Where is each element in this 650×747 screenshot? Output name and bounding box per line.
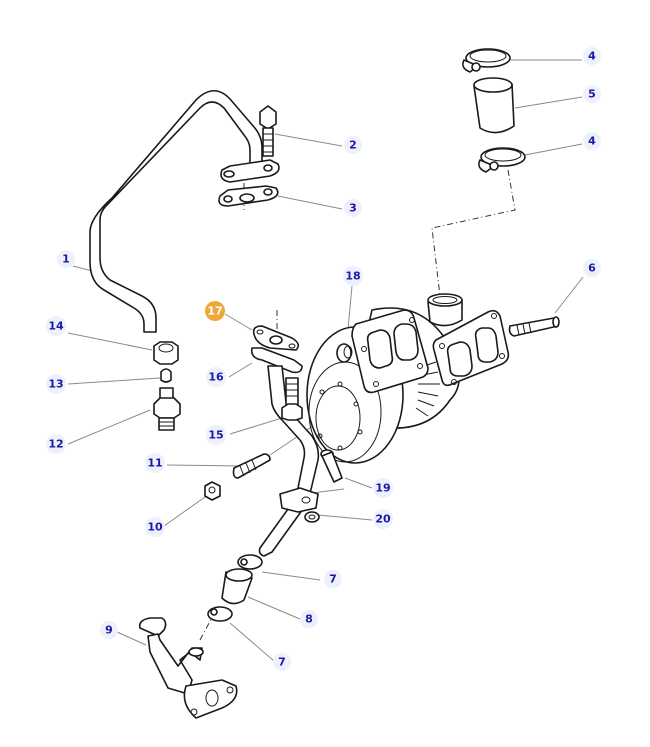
part-7-hose-clamp-lower: [207, 606, 233, 622]
part-19-bolt: [320, 449, 343, 483]
callout-13[interactable]: 13: [46, 374, 66, 394]
part-18-plug: [336, 343, 353, 363]
part-9-oil-return-elbow: [138, 617, 238, 719]
part-10-nut: [204, 481, 221, 501]
pipe-flange: [220, 159, 280, 183]
callout-9[interactable]: 9: [100, 621, 118, 639]
callout-10[interactable]: 10: [145, 517, 165, 537]
part-6-stud: [508, 316, 560, 337]
svg-text:14: 14: [48, 320, 64, 333]
turbine-fins: [415, 361, 440, 417]
callout-17[interactable]: 17: [205, 301, 225, 321]
callout-15[interactable]: 15: [206, 425, 226, 445]
part-7-hose-clamp-upper: [237, 554, 263, 570]
svg-text:19: 19: [375, 482, 390, 495]
part-15-bolt: [281, 377, 303, 421]
part-1-oil-feed-pipe: [89, 89, 263, 333]
callout-4-top[interactable]: 4: [583, 47, 601, 65]
svg-text:11: 11: [147, 457, 162, 470]
callout-11[interactable]: 11: [145, 453, 165, 473]
part-20-washer: [304, 511, 320, 523]
callout-12[interactable]: 12: [46, 434, 66, 454]
svg-text:17: 17: [207, 305, 222, 318]
part-8-hose: [221, 568, 253, 605]
svg-text:4: 4: [588, 50, 596, 63]
callout-3[interactable]: 3: [344, 199, 362, 217]
callout-16[interactable]: 16: [206, 367, 226, 387]
callout-19[interactable]: 19: [373, 478, 393, 498]
svg-text:12: 12: [48, 438, 63, 451]
callout-4-bottom[interactable]: 4: [583, 132, 601, 150]
svg-text:4: 4: [588, 135, 596, 148]
callout-18[interactable]: 18: [343, 266, 363, 286]
callout-14[interactable]: 14: [46, 316, 66, 336]
svg-text:2: 2: [349, 139, 357, 152]
part-17-gasket: [252, 325, 300, 351]
part-12-adapter-fitting: [153, 387, 181, 431]
svg-text:1: 1: [62, 253, 70, 266]
part-5-hose: [473, 77, 515, 134]
svg-text:7: 7: [329, 573, 337, 586]
svg-text:3: 3: [349, 202, 357, 215]
svg-text:18: 18: [345, 270, 360, 283]
svg-text:13: 13: [48, 378, 63, 391]
svg-text:20: 20: [375, 513, 391, 526]
part-3-flange-gasket: [218, 185, 279, 207]
svg-text:9: 9: [105, 624, 113, 637]
part-14-union-nut: [153, 341, 179, 365]
svg-text:8: 8: [305, 613, 313, 626]
callout-1[interactable]: 1: [57, 250, 75, 268]
svg-text:16: 16: [208, 371, 224, 384]
part-4-hose-clamp-bottom: [478, 147, 526, 173]
callout-6[interactable]: 6: [583, 259, 601, 277]
part-4-hose-clamp-top: [462, 48, 511, 73]
part-13-olive: [160, 368, 172, 383]
callout-8[interactable]: 8: [300, 610, 318, 628]
callout-20[interactable]: 20: [373, 509, 393, 529]
svg-text:5: 5: [588, 88, 596, 101]
svg-text:15: 15: [208, 429, 223, 442]
svg-text:6: 6: [588, 262, 596, 275]
callout-7-upper[interactable]: 7: [324, 570, 342, 588]
svg-text:10: 10: [147, 521, 163, 534]
turbocharger: [306, 293, 510, 464]
callout-7-lower[interactable]: 7: [273, 653, 291, 671]
callout-2[interactable]: 2: [344, 136, 362, 154]
part-11-stud: [232, 453, 271, 479]
pipe-bracket: [279, 487, 319, 513]
part-2-flange-bolt: [259, 105, 277, 157]
svg-text:7: 7: [278, 656, 286, 669]
callout-5[interactable]: 5: [583, 85, 601, 103]
